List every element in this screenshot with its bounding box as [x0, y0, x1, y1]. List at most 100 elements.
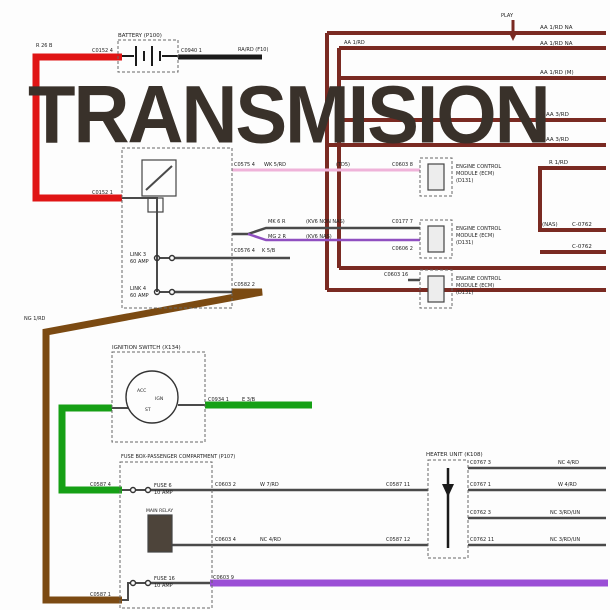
component-label: MODULE (ECM): [456, 171, 494, 177]
switch-diagonal: [145, 165, 173, 191]
connector-label: C0762 11: [470, 537, 494, 543]
component-label: ENGINE CONTROL: [456, 226, 501, 232]
component-label: FUSE 16: [154, 576, 175, 582]
component-label: 60 AMP: [130, 293, 149, 299]
wire-label: R 26 B: [36, 43, 53, 49]
main-relay-rect: [147, 514, 173, 553]
connector-label: C-0762: [572, 222, 592, 228]
wire-label: NC 3/RD/UN: [550, 510, 580, 516]
ecm3-box: [419, 269, 453, 309]
connector-label: C0603 4: [215, 537, 236, 543]
connector-label: C0603 9: [213, 575, 234, 581]
ignition-switch-box: [111, 351, 206, 443]
component-label: (D131): [456, 178, 473, 184]
connector-label: C0587 4: [90, 482, 111, 488]
link3-terminal-1: [153, 254, 161, 262]
ecm2-inner-rect: [427, 225, 445, 253]
wire-label: W 7/RD: [260, 482, 279, 488]
connector-label: C0587 12: [386, 537, 410, 543]
wire-label: AA 1/RD NA: [540, 25, 573, 31]
component-label: MODULE (ECM): [456, 233, 494, 239]
brown-main-wire: [42, 288, 263, 604]
connector-label: C0152 4: [92, 48, 113, 54]
component-label: ENGINE CONTROL: [456, 276, 501, 282]
ecm1-inner-rect: [427, 163, 445, 191]
variant-label: (NAS): [542, 222, 558, 228]
variant-label: (TD5): [336, 162, 350, 168]
connector-label: C0152 1: [92, 190, 113, 196]
connector-label: C0177 7: [392, 219, 413, 225]
fuse16-terminal-1: [129, 579, 137, 587]
heater-box: [427, 459, 469, 559]
wire-label: MK 6 R: [268, 219, 286, 225]
connector-label: C0575 4: [234, 162, 255, 168]
component-label: MODULE (ECM): [456, 283, 494, 289]
connector-arrow-icon: [508, 31, 518, 41]
component-label: 10 AMP: [154, 583, 173, 589]
component-label: FUSE BOX-PASSENGER COMPARTMENT (P107): [121, 454, 235, 460]
connector-label: C0576 4: [234, 248, 255, 254]
switch-position-label: IGN: [155, 396, 163, 402]
wire-label: R 1/RD: [549, 160, 568, 166]
wire-label: NG 1/RD: [24, 316, 46, 322]
component-label: 10 AMP: [154, 490, 173, 496]
wire-label: AA 1/RD (M): [540, 70, 574, 76]
wire-label: AA 1/RD NA: [540, 41, 573, 47]
main-switch-small-rect: [147, 197, 164, 213]
battery-feed-red-wire: [32, 53, 122, 202]
connector-label: C0940 1: [181, 48, 202, 54]
kv6-nas-violet-wire: [247, 232, 420, 242]
wire-label: NC 4/RD: [558, 460, 579, 466]
component-label: BATTERY (P100): [118, 33, 162, 39]
page-title: TRANSMISION: [28, 69, 551, 161]
component-label: LINK 4: [130, 286, 146, 292]
connector-label: C0582 2: [234, 282, 255, 288]
wire-label: AA 3/RD: [546, 112, 569, 118]
link3-terminal-2: [168, 254, 176, 262]
connector-label: C0587 11: [386, 482, 410, 488]
wire-label: MG 2 R: [268, 234, 287, 240]
variant-label: (KV6 NON NAS): [306, 219, 345, 225]
kv6-non-nas-wire: [232, 226, 420, 236]
main-switch-rect: [141, 159, 177, 197]
passenger-fusebox: [119, 461, 213, 609]
component-label: MAIN RELAY: [146, 508, 173, 514]
fuse16-feed-internal: [122, 582, 131, 601]
wire-label: WK 5/RD: [264, 162, 286, 168]
link4-terminal-2: [168, 288, 176, 296]
ignition-dial: [125, 370, 179, 424]
switch-position-label: ST: [145, 407, 151, 413]
component-label: FUSE 6: [154, 483, 172, 489]
fuse6-terminal-2: [144, 486, 152, 494]
link4-terminal-1: [153, 288, 161, 296]
connector-label: C0762 3: [470, 510, 491, 516]
ecm3-inner-rect: [427, 275, 445, 303]
wire-label: AA 3/RD: [546, 137, 569, 143]
component-label: IGNITION SWITCH (X134): [112, 345, 181, 351]
connector-label: C0767 3: [470, 460, 491, 466]
wire-label: NC 3/RD/UN: [550, 537, 580, 543]
battery-box: [117, 39, 179, 73]
wire-label: NC 4/RD: [260, 537, 281, 543]
connector-label: C-0762: [572, 244, 592, 250]
maroon-bracket: [538, 166, 606, 232]
wire-label: E 3/B: [242, 397, 256, 403]
connector-label: C0767 1: [470, 482, 491, 488]
wire-label: K 5/B: [262, 248, 276, 254]
component-label: (D131): [456, 290, 473, 296]
ignition-green-wire-left: [58, 404, 122, 494]
component-label: HEATER UNIT (K108): [426, 452, 483, 458]
connector-label: C0934 1: [208, 397, 229, 403]
component-label: 60 AMP: [130, 259, 149, 265]
component-label: ENGINE CONTROL: [456, 164, 501, 170]
connector-label: PLAY: [501, 13, 514, 19]
connector-label: C0587 1: [90, 592, 111, 598]
wire-label: W 4/RD: [558, 482, 577, 488]
ecm1-box: [419, 157, 453, 197]
heater-flow-arrow-icon: [442, 484, 454, 497]
connector-label: C0603 8: [392, 162, 413, 168]
connector-label: C0603 2: [215, 482, 236, 488]
variant-label: (KV6 NAS): [306, 234, 332, 240]
